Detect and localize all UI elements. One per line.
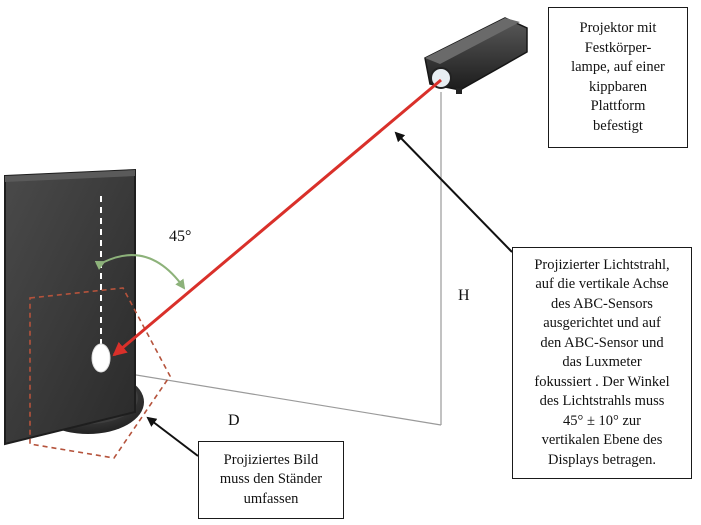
angle-arc	[94, 254, 186, 290]
projector-callout-line: Plattform	[590, 98, 646, 114]
beam-callout-line: vertikalen Ebene des	[541, 432, 663, 449]
projector-callout-line: Projektor mit	[579, 20, 657, 36]
beam-callout-line: Projizierter Lichtstrahl,	[534, 256, 670, 273]
projector-callout-line: kippbaren	[589, 78, 647, 95]
projector	[424, 17, 528, 94]
angle-label: 45°	[169, 228, 192, 245]
projector-callout-line: Festkörper-	[584, 39, 652, 56]
beam-callout-line: des Lichtstrahls muss	[539, 393, 665, 410]
beam-callout-pointer	[394, 131, 513, 253]
beam-callout-line: das Luxmeter	[562, 354, 642, 371]
distance-label: D	[228, 412, 240, 429]
distance-line	[117, 371, 442, 426]
projector-callout-line: lampe, auf einer	[571, 59, 665, 75]
height-label: H	[458, 287, 470, 304]
beam-callout-line: ausgerichtet und auf	[543, 315, 661, 332]
image-callout-line: Projiziertes Bild	[223, 451, 319, 468]
beam-callout-line: fokussiert . Der Winkel	[534, 373, 670, 390]
beam-callout: Projizierter Lichtstrahl, auf die vertik…	[512, 247, 692, 479]
beam-callout-line: den ABC-Sensor und	[540, 334, 664, 351]
projector-callout-line: befestigt	[593, 117, 643, 134]
beam-callout-line: 45° ± 10° zur	[563, 412, 641, 429]
beam-callout-line: Displays betragen.	[548, 451, 656, 468]
image-callout-line: umfassen	[243, 490, 299, 507]
beam-callout-line: des ABC-Sensors	[551, 295, 653, 312]
monitor	[4, 168, 136, 446]
abc-sensor	[91, 343, 111, 373]
beam-callout-line: auf die vertikale Achse	[535, 276, 669, 293]
image-callout-line: muss den Ständer	[219, 471, 323, 488]
image-callout: Projiziertes Bild muss den Ständer umfas…	[198, 441, 344, 519]
projector-callout: Projektor mit Festkörper- lampe, auf ein…	[548, 7, 688, 148]
geometry-guide-lines	[117, 92, 442, 426]
image-callout-pointer	[146, 416, 199, 457]
projected-light-beam	[112, 78, 442, 357]
